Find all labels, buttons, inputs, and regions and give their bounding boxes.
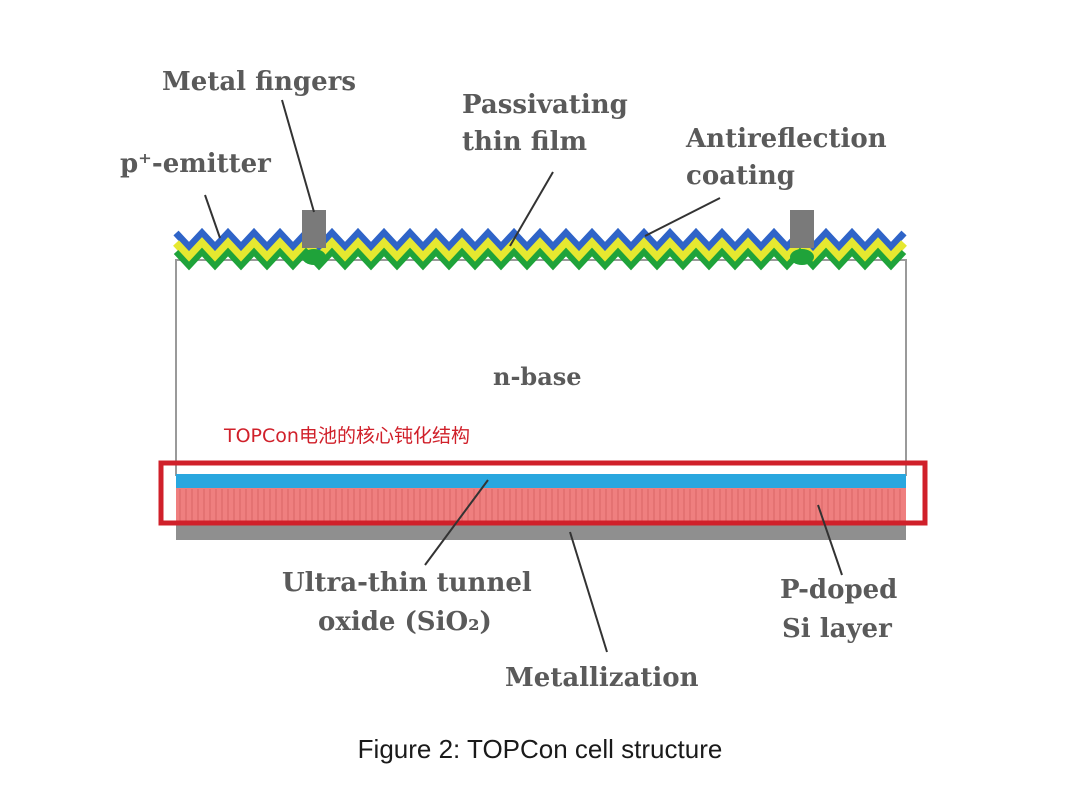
leader-p-doped bbox=[817, 504, 843, 576]
label-p-doped-1: P-doped bbox=[780, 575, 897, 605]
leader-oxide bbox=[424, 479, 489, 566]
tunnel-oxide-layer bbox=[176, 474, 906, 488]
leader-lines bbox=[204, 99, 843, 653]
label-ultra-thin-2: oxide (SiO₂) bbox=[318, 607, 492, 637]
leader-metallization bbox=[569, 531, 608, 653]
p-emitter-layer bbox=[173, 237, 907, 263]
label-passivating-1: Passivating bbox=[462, 90, 628, 120]
leader-antireflection bbox=[644, 197, 721, 237]
label-antireflection-1: Antireflection bbox=[685, 124, 887, 154]
label-n-base: n-base bbox=[493, 362, 582, 391]
label-passivating-2: thin film bbox=[462, 127, 587, 157]
antireflection-coating-layer bbox=[173, 227, 907, 253]
passivating-film-layer bbox=[173, 247, 907, 271]
metal-finger-left bbox=[302, 210, 326, 248]
label-metal-fingers: Metal fingers bbox=[162, 67, 356, 97]
metal-finger-right bbox=[790, 210, 814, 248]
label-p-doped-2: Si layer bbox=[782, 614, 892, 644]
label-antireflection-2: coating bbox=[686, 161, 795, 191]
n-base-region bbox=[175, 259, 907, 476]
leader-passivating bbox=[509, 171, 554, 247]
leader-metal-fingers bbox=[281, 99, 315, 213]
label-ultra-thin-1: Ultra-thin tunnel bbox=[282, 568, 532, 598]
figure-caption: Figure 2: TOPCon cell structure bbox=[357, 734, 723, 764]
leader-p-emitter bbox=[204, 194, 221, 239]
label-p-emitter: p⁺-emitter bbox=[120, 149, 271, 179]
p-doped-texture bbox=[179, 489, 901, 521]
annotation-chinese: TOPCon电池的核心钝化结构 bbox=[223, 425, 470, 447]
highlight-box bbox=[158, 460, 928, 526]
label-metallization: Metallization bbox=[505, 663, 699, 693]
finger-contact-right bbox=[790, 249, 814, 265]
finger-contact-left bbox=[302, 249, 326, 265]
p-doped-si-layer bbox=[176, 488, 906, 522]
